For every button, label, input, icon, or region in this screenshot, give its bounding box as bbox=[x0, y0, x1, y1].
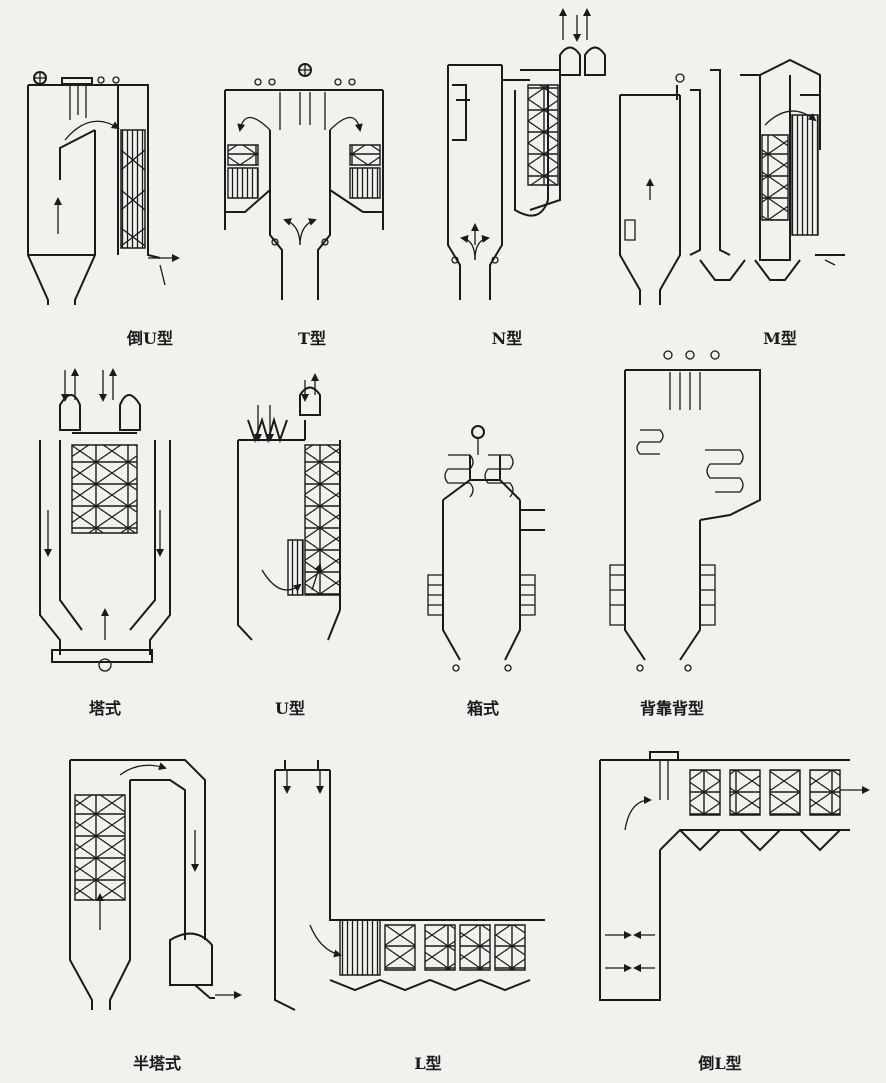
diagram-l-type bbox=[275, 760, 545, 1010]
label-back-to-back: 背靠背型 bbox=[639, 699, 705, 718]
diagram-back-to-back bbox=[610, 351, 760, 671]
label-semi-tower: 半塔式 bbox=[132, 1054, 182, 1073]
label-tower: 塔式 bbox=[88, 699, 122, 718]
label-n-type: N型 bbox=[491, 329, 523, 348]
diagram-m-type bbox=[620, 60, 845, 305]
diagram-tower bbox=[40, 368, 170, 671]
label-inverted-u: 倒U型 bbox=[127, 329, 173, 348]
diagram-inverted-u bbox=[28, 72, 180, 305]
diagram-n-type bbox=[448, 8, 605, 300]
diagram-t-type bbox=[225, 64, 383, 300]
label-box: 箱式 bbox=[466, 699, 500, 718]
label-t-type: T型 bbox=[298, 329, 326, 348]
diagram-semi-tower bbox=[70, 760, 242, 1010]
diagram-inverted-l bbox=[600, 752, 870, 1000]
label-l-type: L型 bbox=[414, 1054, 442, 1073]
diagram-u-type bbox=[238, 373, 340, 640]
diagram-box bbox=[428, 426, 545, 671]
label-u-type: U型 bbox=[275, 699, 305, 718]
label-m-type: M型 bbox=[763, 329, 797, 348]
label-inverted-l: 倒L型 bbox=[698, 1054, 742, 1073]
